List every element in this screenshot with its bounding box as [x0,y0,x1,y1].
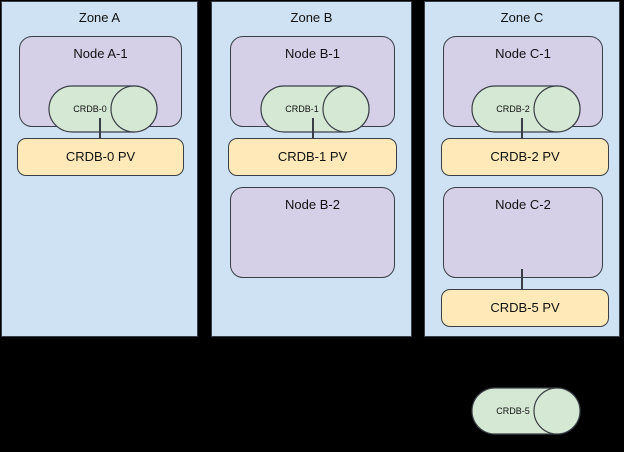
node-c-1-title: Node C-1 [495,46,551,61]
cylinder-icon [471,387,581,435]
zone-b: Zone B Node B-1 CRDB-1 CRDB-1 PV Node B-… [211,1,412,337]
zone-b-title: Zone B [290,10,333,25]
volume-crdb-5-pv: CRDB-5 PV [441,289,609,327]
zone-a-title: Zone A [78,10,121,25]
volume-crdb-2-pv: CRDB-2 PV [441,138,609,176]
node-b-1: Node B-1 CRDB-1 [230,36,395,133]
node-a-1-title: Node A-1 [73,46,128,61]
node-b-1-title: Node B-1 [285,46,340,61]
volume-crdb-5-pv-label: CRDB-5 PV [490,300,560,315]
volume-crdb-0-pv: CRDB-0 PV [17,138,184,176]
node-c-1: Node C-1 CRDB-2 [443,36,603,133]
zone-c: Zone C Node C-1 CRDB-2 CRDB-2 PV Node C-… [424,1,620,435]
node-a-1: Node A-1 CRDB-0 [19,36,182,133]
database-crdb-5: CRDB-5 [471,387,581,435]
connector-node-b-1-to-pv [312,118,314,139]
volume-crdb-1-pv-label: CRDB-1 PV [277,149,348,164]
volume-crdb-2-pv-label: CRDB-2 PV [490,149,560,164]
volume-crdb-1-pv: CRDB-1 PV [228,138,397,176]
cylinder-icon [260,85,370,133]
connector-node-c-1-to-pv [521,118,523,139]
zone-c-title: Zone C [500,10,544,25]
volume-crdb-0-pv-label: CRDB-0 PV [65,149,136,164]
zone-a: Zone A Node A-1 CRDB-0 CRDB-0 PV [1,1,198,337]
node-b-2-title: Node B-2 [285,197,340,212]
cylinder-icon [471,85,581,133]
node-c-2-title: Node C-2 [495,197,551,212]
cylinder-icon [48,85,158,133]
database-crdb-2: CRDB-2 [471,85,581,133]
connector-node-c-2-to-pv [521,269,523,290]
node-c-2: Node C-2 CRDB-5 [443,187,603,435]
database-crdb-0: CRDB-0 [48,85,158,133]
node-b-2: Node B-2 [230,187,395,278]
database-crdb-1: CRDB-1 [260,85,370,133]
connector-node-a-1-to-pv [99,118,101,139]
